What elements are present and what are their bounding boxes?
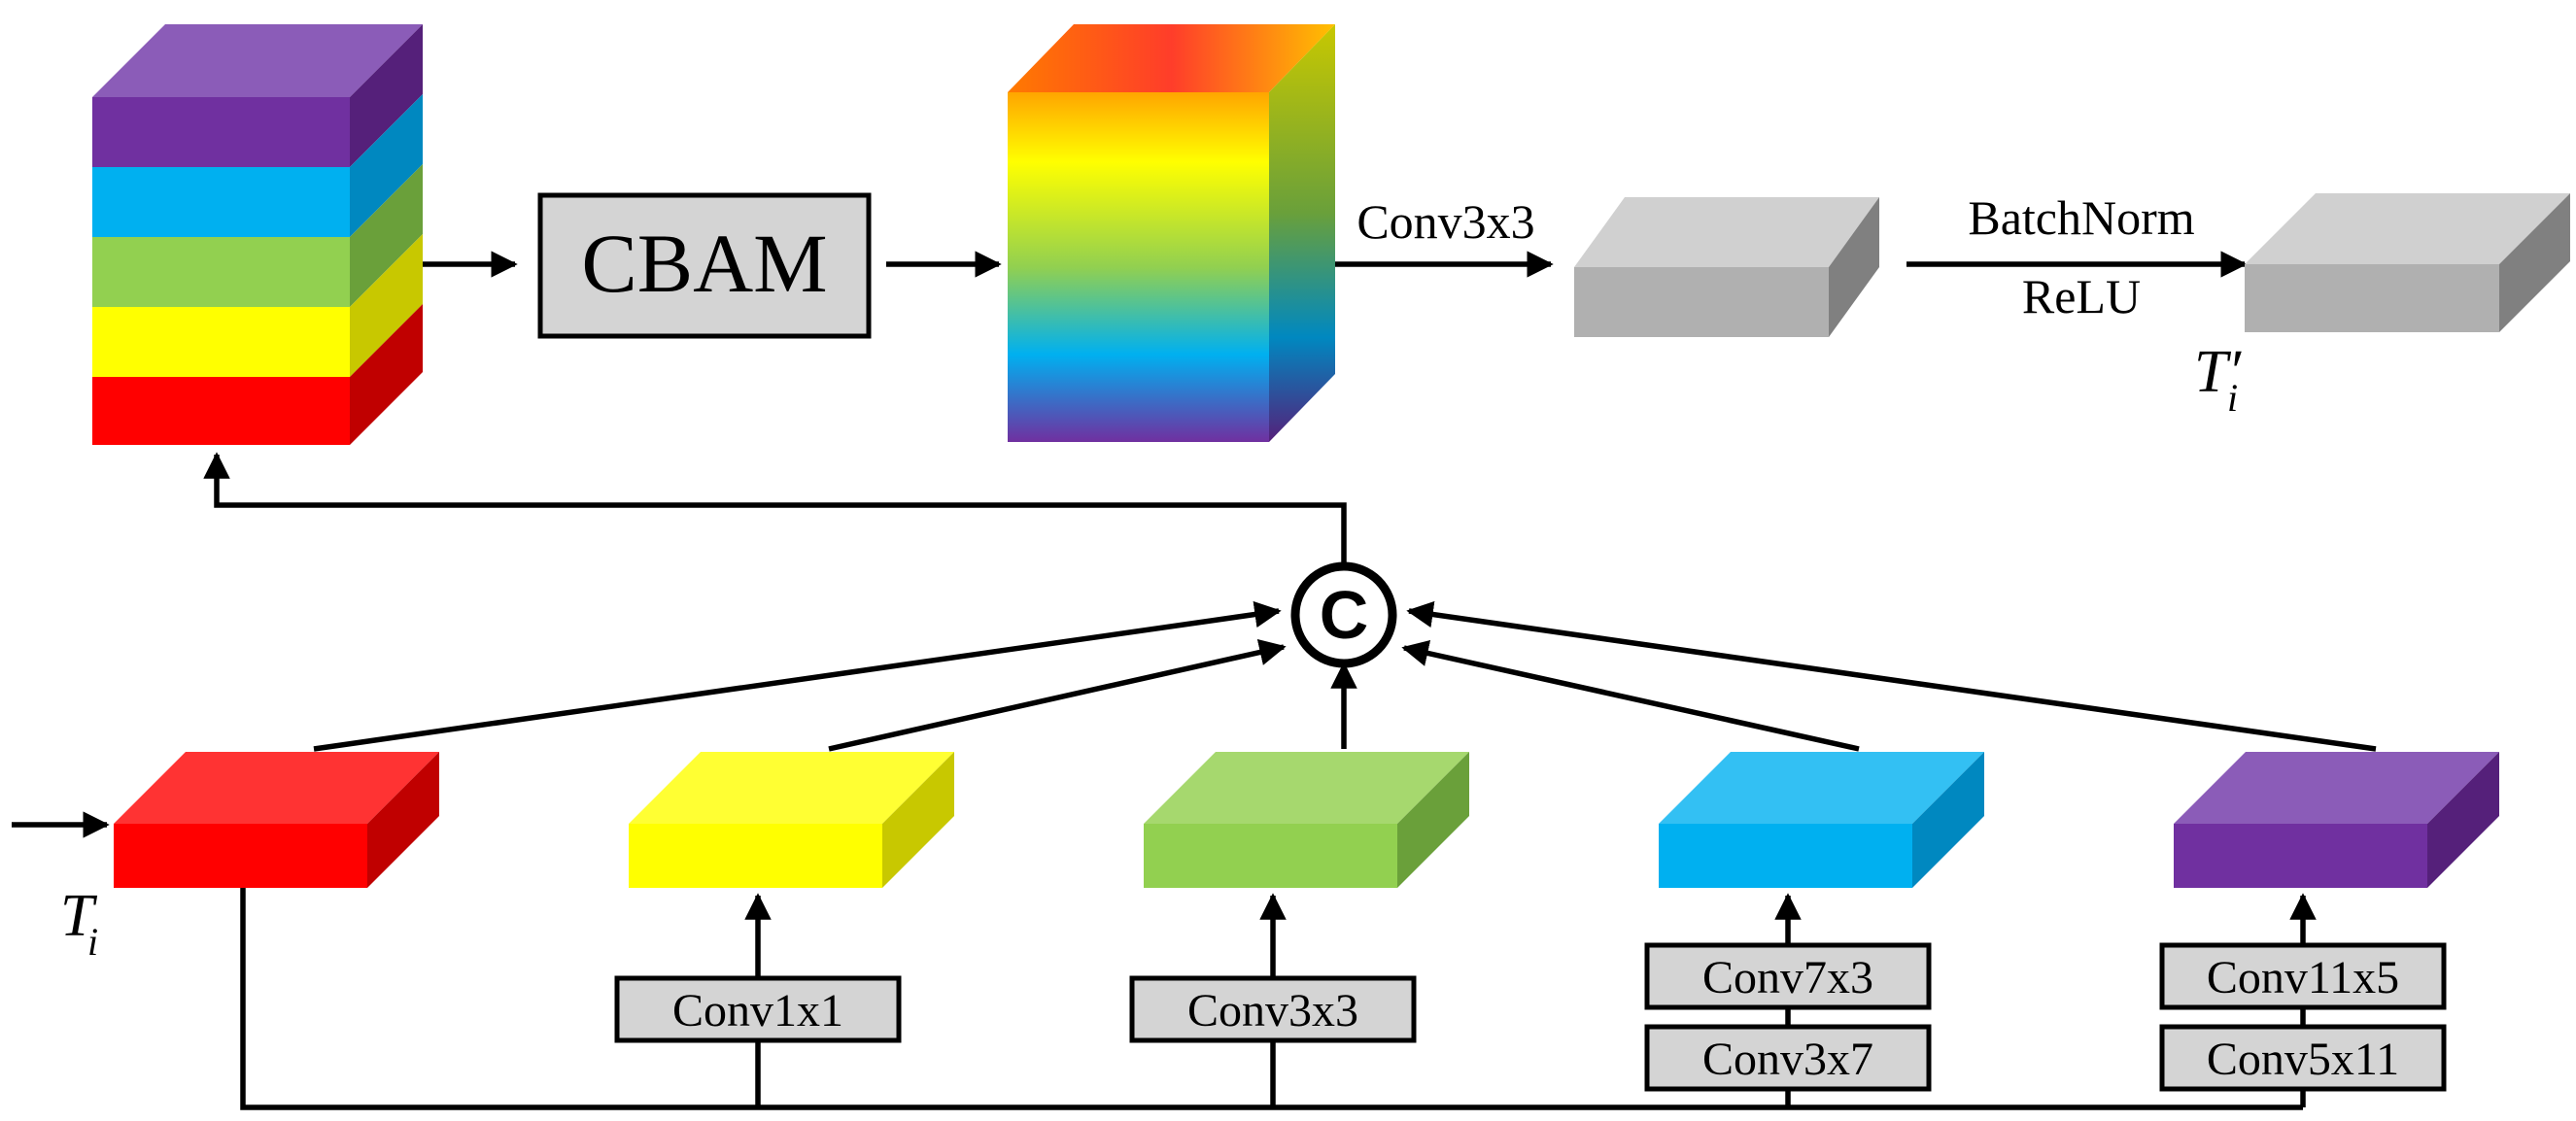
stack-layer-blue (92, 94, 423, 237)
op-box-conv3x3: Conv3x3 (1129, 975, 1417, 1043)
output-label: T′ (2194, 339, 2242, 405)
input-label: T (60, 883, 98, 949)
arrow-blue-to-concat (1401, 639, 1860, 752)
concat-symbol: C (1320, 577, 1369, 653)
op-box-conv3x7: Conv3x7 (1644, 1024, 1932, 1092)
stack-layer-red (92, 304, 423, 445)
input-subscript: i (87, 920, 98, 964)
arrow-concat-to-stack (203, 452, 1347, 566)
input-bus-line (240, 888, 2303, 1110)
arrow-purple-to-concat (1406, 600, 2377, 752)
concat-node: C (1290, 561, 1397, 668)
stack-layer-green (92, 164, 423, 307)
batchnorm-label: BatchNorm (1968, 190, 2194, 245)
output-subscript: i (2227, 376, 2238, 420)
op-label: Conv3x7 (1702, 1034, 1873, 1085)
branch-block-blue (1659, 752, 1984, 888)
branch-block-red (114, 752, 439, 888)
attention-feature-cube (1008, 24, 1335, 442)
stack-layer-yellow (92, 234, 423, 377)
op-label: Conv7x3 (1702, 952, 1873, 1003)
op-box-conv5x11: Conv5x11 (2159, 1024, 2447, 1092)
output-block (2245, 193, 2570, 332)
op-label: Conv5x11 (2207, 1034, 2399, 1085)
op-box-conv7x3: Conv7x3 (1644, 942, 1932, 1010)
top-conv-label: Conv3x3 (1357, 194, 1534, 249)
arrow-yellow-to-concat (828, 639, 1287, 752)
branch-block-purple (2174, 752, 2499, 888)
cbam-label: CBAM (581, 217, 827, 310)
op-label: Conv1x1 (672, 985, 843, 1036)
arrow-red-to-concat (313, 600, 1282, 752)
cbam-box: CBAM (537, 192, 872, 339)
branch-block-yellow (629, 752, 954, 888)
stack-layer-purple (92, 24, 423, 167)
op-label: Conv11x5 (2207, 952, 2399, 1003)
branch-block-green (1144, 752, 1469, 888)
stacked-feature-cube (92, 24, 423, 445)
op-label: Conv3x3 (1187, 985, 1358, 1036)
relu-label: ReLU (2022, 269, 2141, 323)
conv-output-block (1574, 197, 1879, 337)
op-box-conv11x5: Conv11x5 (2159, 942, 2447, 1010)
op-box-conv1x1: Conv1x1 (614, 975, 902, 1043)
